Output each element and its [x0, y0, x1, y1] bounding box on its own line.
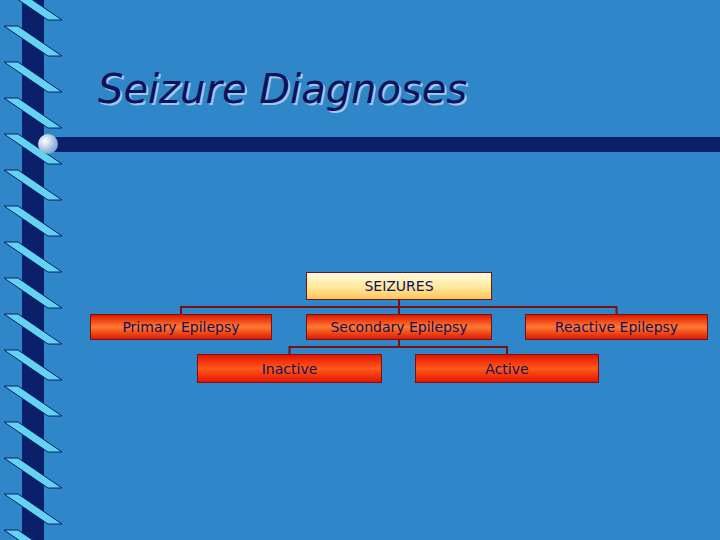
box-label: Active	[485, 361, 528, 377]
zigzag-stripe	[4, 350, 62, 380]
box-label: Secondary Epilepsy	[330, 319, 467, 335]
org-box: Active	[415, 354, 599, 383]
org-box: Inactive	[197, 354, 382, 383]
zigzag-stripe	[4, 422, 62, 452]
org-box: Secondary Epilepsy	[306, 314, 492, 340]
zigzag-stripe	[4, 98, 62, 128]
zigzag-stripe	[4, 530, 62, 540]
org-box: Primary Epilepsy	[90, 314, 272, 340]
title-rule	[48, 137, 720, 152]
slide-title: Seizure Diagnoses	[98, 66, 467, 112]
box-label: Inactive	[262, 361, 318, 377]
zigzag-stripe	[4, 26, 62, 56]
org-connector	[399, 340, 507, 354]
side-zigzag	[4, 0, 62, 540]
zigzag-stripe	[4, 134, 62, 164]
zigzag-stripe	[4, 314, 62, 344]
org-connector	[181, 300, 399, 314]
zigzag-stripe	[4, 494, 62, 524]
zigzag-stripe	[4, 278, 62, 308]
org-connector	[399, 300, 617, 314]
rule-bullet	[38, 134, 58, 154]
org-connector	[290, 340, 400, 354]
org-box: SEIZURES	[306, 272, 492, 300]
zigzag-stripe	[4, 458, 62, 488]
zigzag-stripe	[4, 206, 62, 236]
zigzag-stripe	[4, 386, 62, 416]
box-label: SEIZURES	[364, 278, 433, 294]
box-label: Reactive Epilepsy	[555, 319, 678, 335]
zigzag-stripe	[4, 242, 62, 272]
zigzag-stripe	[4, 62, 62, 92]
org-box: Reactive Epilepsy	[525, 314, 708, 340]
box-label: Primary Epilepsy	[122, 319, 239, 335]
zigzag-stripe	[4, 0, 62, 20]
zigzag-stripe	[4, 170, 62, 200]
